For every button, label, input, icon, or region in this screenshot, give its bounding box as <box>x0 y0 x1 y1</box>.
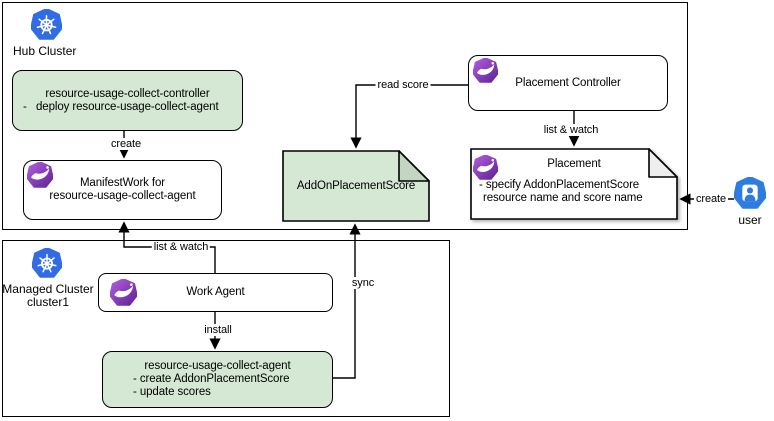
edge-label-create-manifestwork: create <box>109 138 143 150</box>
node-addonplacementscore: AddOnPlacementScore <box>282 150 430 222</box>
note-shape <box>282 150 430 222</box>
ocm-icon <box>473 58 498 83</box>
edge-label-list-watch-placement: list & watch <box>541 124 601 136</box>
node-manifestwork: ManifestWork for resource-usage-collect-… <box>23 160 222 220</box>
ocm-icon <box>473 155 498 180</box>
agent-bullet2: - update scores <box>133 386 211 398</box>
managed-cluster-container <box>2 240 450 417</box>
edge-label-read-score: read score <box>375 79 431 91</box>
edge-read-score <box>350 84 468 149</box>
managed-cluster-label: Managed Cluster cluster1 <box>0 283 96 309</box>
ocm-icon <box>27 162 53 188</box>
controller-title: resource-usage-collect-controller <box>45 87 210 100</box>
user-label: user <box>738 213 762 227</box>
cluster-name-label: cluster1 <box>26 295 70 309</box>
hub-cluster-label: Hub Cluster <box>13 44 77 58</box>
note-shape <box>470 148 678 220</box>
work-agent-label: Work Agent <box>186 286 245 298</box>
manifestwork-line2: resource-usage-collect-agent <box>49 190 196 202</box>
agent-bullet1: - create AddonPlacementScore <box>133 373 290 385</box>
node-work-agent: Work Agent <box>98 273 333 312</box>
node-resource-usage-collect-controller: resource-usage-collect-controller - depl… <box>12 70 243 131</box>
manifestwork-line1: ManifestWork for <box>79 177 166 189</box>
placement-line3: resource name and score name <box>483 192 643 204</box>
node-placement-controller: Placement Controller <box>468 55 668 111</box>
ocm-icon <box>110 279 137 306</box>
managed-cluster-title: Managed Cluster <box>2 282 94 296</box>
edge-label-sync: sync <box>349 277 377 289</box>
edge-sync <box>333 223 361 379</box>
controller-bullet: - deploy resource-usage-collect-agent <box>23 100 219 113</box>
hub-cluster-container <box>2 2 688 230</box>
placement-line2: - specify AddonPlacementScore <box>479 179 640 191</box>
placement-title: Placement <box>547 158 601 170</box>
edge-label-install: install <box>202 324 234 336</box>
addonplacementscore-label: AddOnPlacementScore <box>296 180 416 192</box>
node-resource-usage-collect-agent: resource-usage-collect-agent - create Ad… <box>102 351 333 408</box>
agent-title: resource-usage-collect-agent <box>144 360 291 372</box>
user-icon <box>734 177 766 209</box>
edge-label-list-watch-manifestwork: list & watch <box>151 241 211 253</box>
edge-label-create-placement: create <box>694 193 728 205</box>
placement-controller-label: Placement Controller <box>515 76 621 89</box>
node-placement: Placement - specify AddonPlacementScore … <box>470 148 678 220</box>
